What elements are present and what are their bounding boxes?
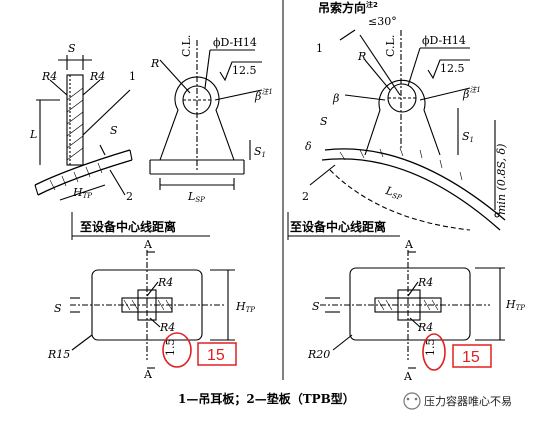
- left-plan-r4-a: R4: [157, 276, 173, 289]
- right-beta-left: β: [332, 92, 339, 105]
- right-beta-right: β注1: [462, 86, 481, 101]
- left-plan-s: S: [54, 302, 62, 315]
- left-a-top: A: [143, 238, 153, 251]
- right-roughness: 12.5: [440, 62, 465, 75]
- right-s1: S1: [462, 130, 474, 144]
- caption: 1—吊耳板；2—垫板（TPB型）: [178, 391, 355, 406]
- left-distance-label: 至设备中心线距离: [80, 219, 176, 234]
- left-l-label: L: [29, 128, 37, 141]
- right-cl-label: C.L.: [384, 35, 397, 57]
- left-cl-label: C.L.: [180, 35, 193, 57]
- left-red-box: [197, 342, 237, 366]
- wechat-icon: [403, 392, 421, 410]
- right-plan-r20: R20: [307, 348, 330, 361]
- right-delta: δ: [305, 140, 312, 153]
- left-red-ellipse: [162, 332, 192, 368]
- right-a-top: A: [404, 238, 414, 251]
- right-plan-r4-a: R4: [417, 276, 433, 289]
- right-plan-r4-b: R4: [417, 321, 433, 334]
- right-plan-htp: HTP: [505, 298, 525, 312]
- right-label-1: 1: [316, 42, 323, 55]
- right-plan-s: S: [312, 300, 320, 313]
- right-r-label: R: [357, 50, 366, 63]
- right-distance-label: 至设备中心线距离: [290, 219, 386, 234]
- left-plan-view: [70, 250, 235, 369]
- right-plan-view: [320, 250, 505, 369]
- right-label-2: 2: [302, 190, 309, 203]
- right-min-expr: min (0.8S, δ): [495, 144, 508, 215]
- left-plan-1-5: 1.5: [164, 339, 177, 357]
- left-r4-b: R4: [89, 70, 105, 83]
- right-a-bottom: A: [403, 370, 413, 383]
- left-roughness: 12.5: [232, 64, 257, 77]
- left-r-label: R: [150, 57, 159, 70]
- left-s-label: S: [68, 42, 76, 55]
- left-a-bottom: A: [143, 368, 153, 381]
- watermark-text: 压力容器唯心不易: [424, 394, 512, 408]
- left-label-2: 2: [126, 190, 133, 203]
- right-plan-1-5: 1.5: [424, 339, 437, 357]
- right-angle: ≤30°: [368, 15, 397, 28]
- left-plan-r4-b: R4: [159, 321, 175, 334]
- left-plan-r15: R15: [47, 348, 70, 361]
- right-red-ellipse: [422, 333, 446, 371]
- left-label-1: 1: [129, 70, 136, 83]
- left-plan-htp: HTP: [235, 300, 255, 314]
- watermark: 压力容器唯心不易: [403, 392, 512, 410]
- right-red-15: 15: [462, 349, 480, 366]
- right-s: S: [320, 115, 328, 128]
- left-htp-label: HTP: [72, 186, 92, 200]
- left-red-15: 15: [207, 347, 225, 364]
- right-header: 吊索方向注2: [318, 0, 378, 15]
- left-side-view: [34, 55, 133, 201]
- left-beta: β注1: [254, 88, 273, 103]
- right-lsp: LSP: [383, 184, 404, 202]
- left-front-view: [149, 40, 263, 190]
- left-lsp: LSP: [187, 190, 205, 204]
- left-r4-a: R4: [41, 70, 57, 83]
- right-phid-label: ϕD-H14: [422, 34, 466, 47]
- left-s1: S1: [254, 145, 266, 159]
- right-front-view: [309, 29, 506, 231]
- left-s-label-b: S: [110, 124, 118, 137]
- right-red-box: [452, 344, 492, 368]
- left-phid-label: ϕD-H14: [213, 36, 257, 49]
